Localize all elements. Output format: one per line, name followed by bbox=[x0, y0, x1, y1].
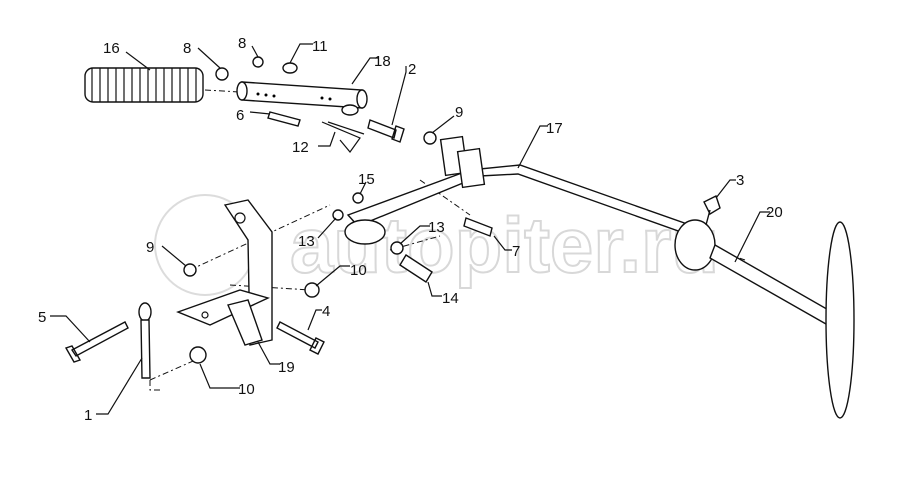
callout-18: 18 bbox=[374, 53, 391, 70]
callout-9: 9 bbox=[146, 239, 154, 256]
nut bbox=[332, 209, 344, 221]
bolt bbox=[703, 195, 721, 226]
nut bbox=[183, 263, 197, 277]
bolt bbox=[367, 119, 405, 143]
callout-17: 17 bbox=[546, 120, 563, 137]
callout-11: 11 bbox=[312, 38, 328, 55]
callout-1: 1 bbox=[84, 407, 92, 424]
callout-8: 8 bbox=[238, 35, 246, 52]
nut bbox=[304, 282, 320, 298]
callout-12: 12 bbox=[292, 139, 309, 156]
eye-bolt bbox=[138, 302, 152, 379]
pivot-tube bbox=[236, 81, 368, 109]
mounting-bracket bbox=[176, 199, 273, 346]
callout-13: 13 bbox=[428, 219, 445, 236]
callout-labels: 16 8 8 11 18 2 6 12 9 17 15 3 20 13 13 9… bbox=[38, 35, 783, 424]
washer bbox=[341, 104, 359, 116]
lever-frame bbox=[344, 135, 716, 271]
nut bbox=[215, 67, 229, 81]
callout-8: 8 bbox=[183, 40, 191, 57]
pin bbox=[399, 254, 433, 283]
callout-13: 13 bbox=[298, 233, 315, 250]
callout-10: 10 bbox=[238, 381, 255, 398]
callout-4: 4 bbox=[322, 303, 330, 320]
callout-6: 6 bbox=[236, 107, 244, 124]
callout-16: 16 bbox=[103, 40, 120, 57]
nut bbox=[252, 56, 264, 68]
callout-10: 10 bbox=[350, 262, 367, 279]
callout-2: 2 bbox=[408, 61, 416, 78]
spring-clip bbox=[321, 121, 365, 153]
callout-20: 20 bbox=[766, 204, 783, 221]
callout-5: 5 bbox=[38, 309, 46, 326]
bolt bbox=[64, 321, 129, 363]
callout-14: 14 bbox=[442, 290, 459, 307]
callout-7: 7 bbox=[512, 243, 520, 260]
washer bbox=[282, 62, 298, 74]
callout-15: 15 bbox=[358, 171, 375, 188]
bolt bbox=[276, 321, 325, 355]
spring bbox=[84, 67, 204, 103]
shaft-and-disc bbox=[709, 221, 855, 419]
nut bbox=[390, 241, 404, 255]
callout-9: 9 bbox=[455, 104, 463, 121]
bolt bbox=[463, 217, 493, 237]
nut bbox=[189, 346, 207, 364]
nut bbox=[352, 192, 364, 204]
callout-3: 3 bbox=[736, 172, 744, 189]
leader-lines bbox=[50, 43, 770, 415]
callout-19: 19 bbox=[278, 359, 295, 376]
bolt bbox=[267, 111, 301, 127]
nut bbox=[423, 131, 437, 145]
